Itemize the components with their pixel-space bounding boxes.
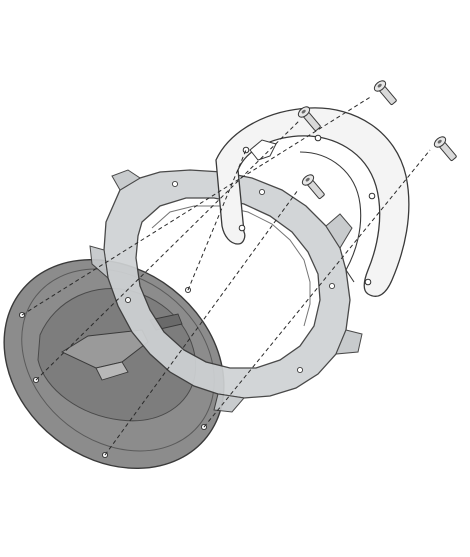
ring-tab-3: [335, 329, 363, 355]
assembly-line-2: [35, 119, 301, 381]
screw-socket: [301, 109, 306, 114]
flange-hole-5: [364, 278, 372, 286]
flange-hole-4: [238, 224, 246, 232]
screw-socket: [437, 139, 442, 144]
flange-hole-2: [314, 134, 322, 142]
screw-4: [301, 174, 325, 199]
ring-inner-lip: [151, 205, 311, 327]
assembly-line-5: [187, 149, 247, 291]
flange-hole-1: [242, 146, 250, 154]
ring-hole-3: [328, 282, 336, 290]
assembly-lines: [21, 95, 431, 456]
screw-3: [433, 136, 457, 161]
flange-hole-3: [368, 192, 376, 200]
ring-tab-1: [111, 169, 141, 191]
assembly-line-4: [203, 149, 431, 428]
base-rim: [21, 268, 215, 452]
ring-tab-5: [89, 245, 109, 280]
adapter-ring: [89, 169, 363, 413]
ring-tab-4: [213, 393, 245, 413]
ring-hole-2: [258, 188, 266, 196]
screw-socket: [305, 177, 310, 182]
flange-body: [215, 107, 410, 297]
ring-tab-2: [325, 213, 353, 249]
base-flap-edge: [95, 361, 129, 381]
flange-plate: [215, 107, 410, 297]
flange-tab: [249, 139, 277, 161]
ring-hole-4: [296, 366, 304, 374]
ring-hole-1: [171, 180, 179, 188]
assembly-line-1: [21, 95, 373, 316]
screw-1: [373, 80, 397, 105]
screw-2: [297, 106, 321, 131]
ring-hole-5: [124, 296, 132, 304]
flange-inner-arc: [299, 151, 362, 283]
screw-socket: [377, 83, 382, 88]
assembly-line-3: [104, 189, 299, 456]
